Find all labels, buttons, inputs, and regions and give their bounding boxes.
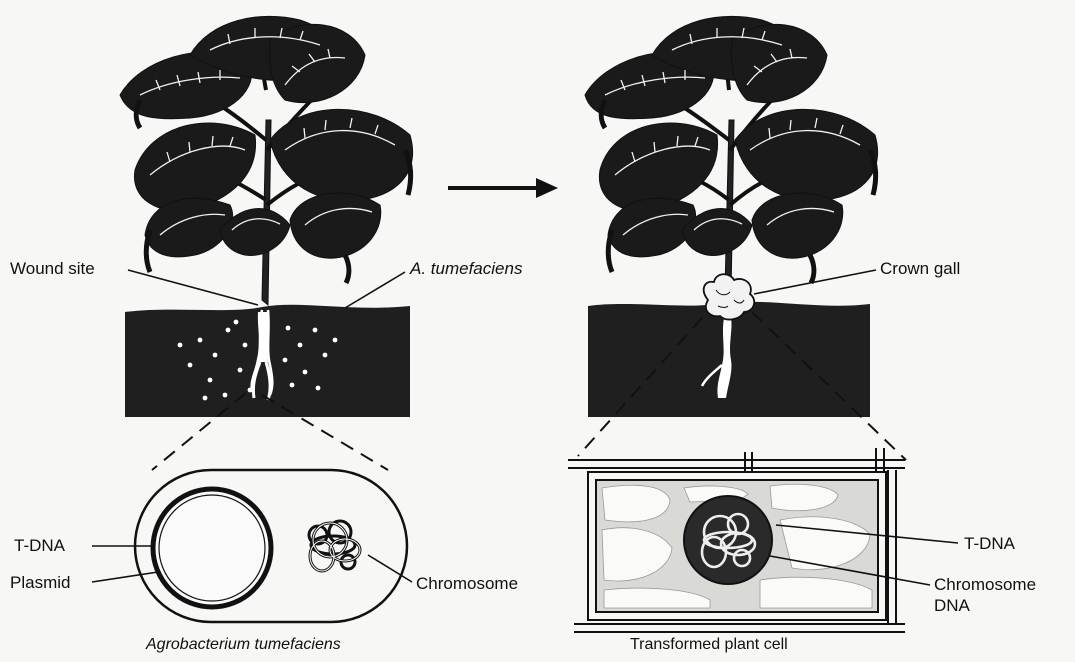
label-chromosome-dna: Chromosome DNA (934, 574, 1036, 616)
caption-transformed-plant-cell: Transformed plant cell (630, 635, 788, 655)
label-plasmid: Plasmid (10, 573, 70, 593)
label-t-dna-right: T-DNA (964, 534, 1015, 554)
label-t-dna-left: T-DNA (14, 536, 65, 556)
label-wound-site: Wound site (10, 259, 95, 279)
plant-cell-nucleus (684, 496, 772, 584)
transformed-plant-cell (568, 448, 958, 632)
wound-site-leader (128, 270, 258, 305)
left-plant (120, 16, 413, 417)
right-plant (585, 16, 878, 417)
right-plant-foliage (585, 16, 878, 295)
label-chromosome: Chromosome (416, 574, 518, 594)
caption-agrobacterium: Agrobacterium tumefaciens (146, 635, 341, 655)
plasmid-ring (153, 489, 271, 607)
left-plant-foliage (120, 16, 413, 305)
agrobacterium-cell (92, 470, 412, 622)
label-a-tumefaciens: A. tumefaciens (410, 259, 522, 279)
label-crown-gall: Crown gall (880, 259, 960, 279)
left-root-core (258, 312, 269, 362)
a-tumefaciens-leader (345, 272, 405, 308)
transformation-arrow (448, 178, 558, 198)
